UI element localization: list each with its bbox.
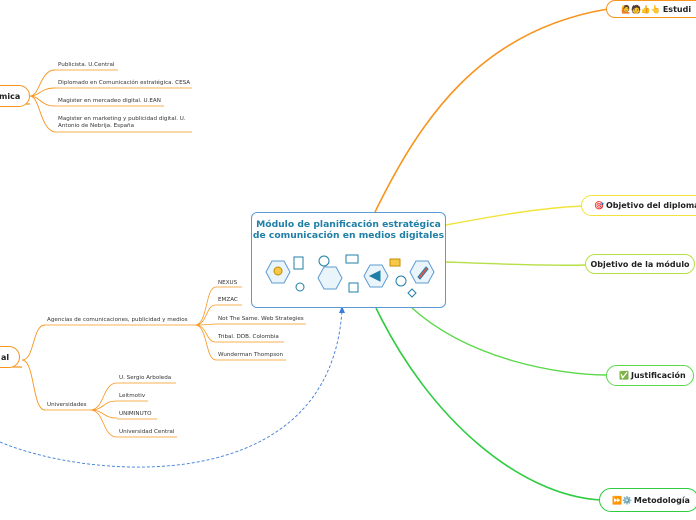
diamond-icon — [407, 288, 417, 298]
lightbulb-icon — [273, 266, 283, 276]
branch-metodologia-label: Metodología — [633, 495, 690, 505]
target-icon: 🎯 — [594, 201, 604, 210]
branch-objetivo-modulo[interactable]: Objetivo de la módulo — [585, 254, 695, 274]
academica-item-4-line-2[interactable]: Antonio de Nebrija. España — [58, 123, 135, 129]
branch-estudiantes-label: Estudi — [662, 4, 692, 14]
connector-laboral-bracket — [21, 324, 46, 411]
academica-item-2[interactable]: Diplomado en Comunicación estratégica. C… — [58, 80, 191, 86]
central-topic[interactable]: Módulo de planificación estratégica de c… — [251, 212, 446, 308]
hexagon-chart-icon — [317, 266, 343, 290]
stopwatch-icon — [318, 255, 330, 267]
checkmark-icon: ✅ — [619, 371, 629, 380]
agencia-item-4[interactable]: Tribal. DDB. Colombia — [218, 334, 279, 340]
connector-universidades-bracket — [89, 382, 118, 438]
connector-objetivo-diplomado — [445, 205, 583, 226]
connector-metodologia — [375, 307, 601, 501]
agencia-item-3[interactable]: Not The Same. Web Strategies — [218, 316, 304, 322]
central-title-line-1: Módulo de planificación estratégica — [256, 219, 441, 230]
connector-justificacion — [411, 307, 608, 376]
universidad-item-2[interactable]: Leitmotiv — [119, 393, 146, 399]
academica-item-3[interactable]: Magister en mercadeo digital. U.EAN — [58, 98, 161, 104]
branch-objetivo-modulo-label: Objetivo de la módulo — [590, 259, 690, 269]
connector-objetivo-modulo — [445, 261, 587, 266]
megaphone-icon — [368, 270, 381, 282]
branch-academica-label: mica — [0, 91, 21, 101]
central-title-line-2: de comunicación en medios digitales — [252, 230, 445, 241]
academica-item-1[interactable]: Publicista. U.Central — [58, 62, 115, 68]
gear-icon — [295, 282, 305, 292]
laboral-group-agencias[interactable]: Agencias de comunicaciones, publicidad y… — [47, 317, 188, 323]
calendar-icon — [348, 282, 359, 293]
central-topic-title: Módulo de planificación estratégica de c… — [252, 219, 445, 241]
monitor-icon — [345, 254, 359, 264]
branch-justificacion[interactable]: ✅ Justificación — [606, 365, 694, 386]
branch-laboral[interactable]: al — [0, 346, 20, 368]
connector-agencias-bracket — [194, 286, 217, 361]
dashed-relationship-line — [0, 309, 343, 468]
branch-laboral-label: al — [1, 352, 10, 362]
universidad-item-4[interactable]: Universidad Central — [119, 429, 175, 435]
fast-forward-gear-icon: ⏩⚙️ — [612, 495, 632, 505]
people-icons: 🙋🧑👍👆 — [621, 4, 661, 14]
dashed-relationship-arrowhead — [339, 306, 345, 313]
laboral-group-universidades[interactable]: Universidades — [47, 402, 87, 408]
connector-academica-bracket — [29, 69, 56, 133]
branch-estudiantes[interactable]: 🙋🧑👍👆 Estudi — [606, 0, 696, 18]
branch-justificacion-label: Justificación — [630, 371, 686, 380]
connector-estudiantes — [374, 8, 609, 213]
clipboard-icon — [293, 256, 304, 270]
universidad-item-3[interactable]: UNIMINUTO — [119, 411, 152, 417]
ticket-icon — [389, 258, 401, 267]
agencia-item-1[interactable]: NEXUS — [218, 280, 238, 286]
branch-academica[interactable]: mica — [0, 85, 30, 107]
agencia-item-2[interactable]: EMZAC — [218, 297, 238, 303]
agencia-item-5[interactable]: Wunderman Thompson — [218, 352, 284, 358]
branch-objetivo-diplomado[interactable]: 🎯 Objetivo del diplomad — [581, 195, 696, 216]
target-icon — [395, 275, 407, 287]
rocket-icon — [417, 266, 429, 280]
branch-metodologia[interactable]: ⏩⚙️ Metodología — [599, 488, 696, 512]
academica-item-4-line-1[interactable]: Magister en marketing y publicidad digit… — [58, 116, 186, 122]
branch-objetivo-diplomado-label: Objetivo del diplomad — [605, 201, 696, 210]
central-illustration — [265, 254, 435, 298]
universidad-item-1[interactable]: U. Sergio Arboleda — [119, 375, 172, 381]
